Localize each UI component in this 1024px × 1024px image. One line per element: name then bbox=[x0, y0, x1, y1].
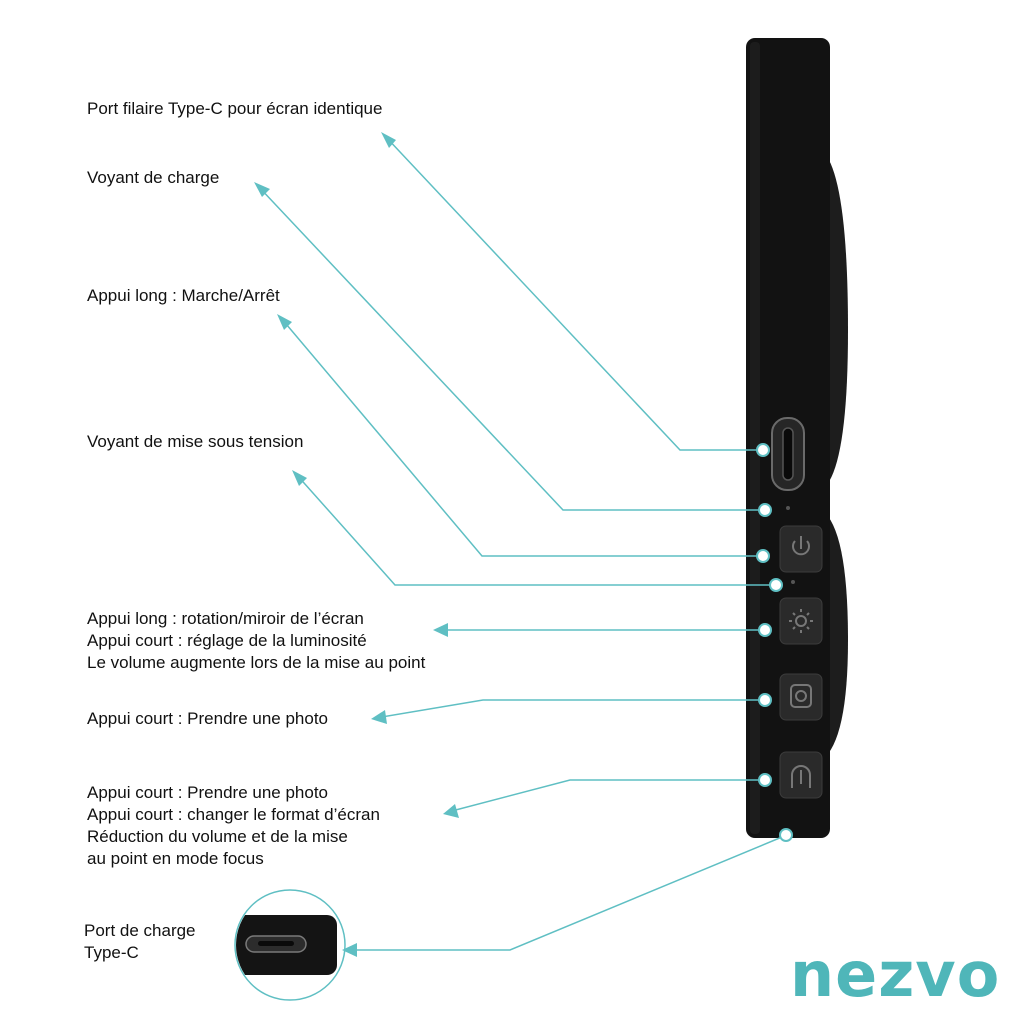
label-brightness: Appui long : rotation/miroir de l’écran … bbox=[87, 608, 425, 674]
charge-indicator-dot bbox=[786, 506, 790, 510]
label-power: Appui long : Marche/Arrêt bbox=[87, 285, 280, 307]
brand-logo: nezvo bbox=[790, 938, 1001, 1011]
callout-camera bbox=[375, 699, 761, 719]
label-line: Appui court : Prendre une photo bbox=[87, 709, 328, 728]
callout-charging-port bbox=[347, 836, 783, 951]
label-charging-port: Port de charge Type-C bbox=[84, 920, 196, 964]
callout-lines bbox=[257, 135, 783, 951]
label-line: Port de charge bbox=[84, 921, 196, 940]
label-line: au point en mode focus bbox=[87, 849, 264, 868]
callout-charge-indicator bbox=[257, 185, 762, 511]
callout-power bbox=[280, 317, 760, 557]
brightness-icon bbox=[779, 597, 823, 645]
label-line: Appui long : Marche/Arrêt bbox=[87, 286, 280, 305]
label-line: Appui court : changer le format d’écran bbox=[87, 805, 380, 824]
callout-arrowheads bbox=[254, 132, 459, 957]
shutter-icon bbox=[779, 751, 823, 799]
label-type-c-port: Port filaire Type-C pour écran identique bbox=[87, 98, 382, 120]
callout-endpoints bbox=[756, 443, 793, 842]
camera-icon bbox=[779, 673, 823, 721]
power-indicator-dot bbox=[791, 580, 795, 584]
callout-type-c-port bbox=[384, 135, 760, 451]
label-line: Voyant de charge bbox=[87, 168, 220, 187]
callout-shutter bbox=[447, 779, 761, 813]
label-charge-indicator: Voyant de charge bbox=[87, 167, 219, 189]
power-icon bbox=[779, 525, 823, 573]
label-line: Appui court : Prendre une photo bbox=[87, 783, 328, 802]
label-power-indicator: Voyant de mise sous tension bbox=[87, 431, 303, 453]
label-line: Appui long : rotation/miroir de l’écran bbox=[87, 609, 364, 628]
label-line: Appui court : réglage de la luminosité bbox=[87, 631, 367, 650]
usb-c-port-icon bbox=[771, 417, 805, 491]
label-line: Le volume augmente lors de la mise au po… bbox=[87, 653, 426, 672]
charging-port-inset bbox=[234, 889, 346, 1001]
label-line: Port filaire Type-C pour écran identique bbox=[87, 99, 383, 118]
label-shutter: Appui court : Prendre une photo Appui co… bbox=[87, 782, 380, 870]
label-line: Voyant de mise sous tension bbox=[87, 432, 304, 451]
label-line: Type-C bbox=[84, 943, 139, 962]
callout-power-indicator bbox=[295, 473, 773, 586]
label-line: Réduction du volume et de la mise bbox=[87, 827, 348, 846]
label-camera: Appui court : Prendre une photo bbox=[87, 708, 328, 730]
